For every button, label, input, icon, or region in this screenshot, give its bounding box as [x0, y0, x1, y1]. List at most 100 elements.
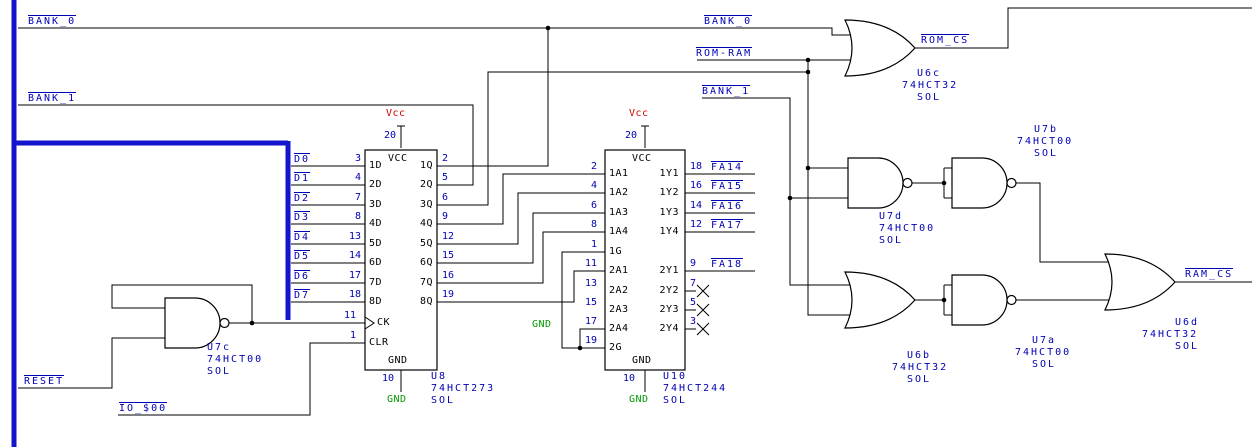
- u8-pin-2: 2: [442, 153, 449, 164]
- u10-2a3: 2A3: [609, 304, 629, 315]
- net-label-bank0-left[interactable]: BANK_0: [28, 15, 77, 27]
- net-label-io00[interactable]: IO_$00: [119, 402, 168, 414]
- u10-2y2: 2Y2: [659, 285, 679, 296]
- u6c-pkg: SOL: [917, 92, 942, 103]
- u10-1a4: 1A4: [609, 226, 629, 237]
- u8-pin-7: 7: [354, 192, 361, 203]
- u8-5d: 5D: [369, 238, 383, 249]
- u8-4q: 4Q: [419, 218, 433, 229]
- u10-pin-19: 19: [584, 335, 597, 346]
- u7a-part: 74HCT00: [1015, 347, 1072, 358]
- net-label-ram-cs[interactable]: RAM_CS: [1185, 268, 1234, 280]
- u7b-pkg: SOL: [1034, 148, 1059, 159]
- net-label-fa16[interactable]: FA16: [711, 200, 744, 212]
- net-bank0: [18, 27, 853, 167]
- u7d-nand-gate[interactable]: [847, 157, 913, 209]
- u10-pin-3: 3: [690, 316, 697, 327]
- net-io00: [118, 342, 365, 416]
- net-label-bank0-right[interactable]: BANK_0: [704, 15, 753, 27]
- u10-1a2: 1A2: [609, 187, 629, 198]
- u10-pin-18: 18: [690, 161, 703, 172]
- u10-pin-12: 12: [690, 219, 703, 230]
- net-label-d6[interactable]: D6: [294, 270, 311, 282]
- net-label-bank1-right[interactable]: BANK_1: [702, 85, 751, 97]
- u10-pin-1: 1: [590, 239, 597, 250]
- net-label-d3[interactable]: D3: [294, 211, 311, 223]
- u8-pin-20-vcc: 20: [384, 130, 397, 141]
- u10-pin-6: 6: [590, 200, 597, 211]
- u6c-part: 74HCT32: [902, 80, 959, 91]
- u8-1d: 1D: [369, 160, 383, 171]
- net-label-d7[interactable]: D7: [294, 289, 311, 301]
- net-label-rom-ram[interactable]: ROM-RAM: [696, 47, 753, 59]
- u10-2y3: 2Y3: [659, 304, 679, 315]
- wires: [18, 7, 1252, 416]
- net-label-bank1-left[interactable]: BANK_1: [28, 92, 77, 104]
- net-q4: [437, 173, 605, 225]
- no-connect-stubs: [685, 290, 696, 330]
- u8-vcc-name: VCC: [388, 153, 408, 164]
- u8-gnd-symbol-label: GND: [387, 394, 407, 405]
- u7a-nand-gate[interactable]: [951, 274, 1017, 326]
- u8-pin-3: 3: [354, 153, 361, 164]
- u8-pin-10-gnd: 10: [382, 373, 395, 384]
- u10-gnd-tie-label: GND: [532, 319, 552, 330]
- u6c-or-gate[interactable]: [844, 19, 916, 77]
- u8-7d: 7D: [369, 277, 383, 288]
- u8-pin-6: 6: [442, 192, 449, 203]
- u10-2a4: 2A4: [609, 323, 629, 334]
- u8-power-stub: [397, 125, 405, 148]
- u7a-ref: U7a: [1032, 335, 1057, 346]
- net-label-d4[interactable]: D4: [294, 231, 311, 243]
- u8-ref: U8: [431, 371, 448, 382]
- u7d-part: 74HCT00: [879, 223, 936, 234]
- net-label-d2[interactable]: D2: [294, 192, 311, 204]
- u10-pin-13: 13: [584, 278, 597, 289]
- u10-pin-5: 5: [690, 297, 697, 308]
- net-label-fa14[interactable]: FA14: [711, 161, 744, 173]
- net-u7d-out: [912, 167, 954, 199]
- net-q6: [437, 212, 605, 264]
- u10-2y1: 2Y1: [659, 265, 679, 276]
- net-label-d5[interactable]: D5: [294, 250, 311, 262]
- u10-pin-7: 7: [690, 278, 697, 289]
- u6c-ref: U6c: [917, 68, 942, 79]
- u6b-part: 74HCT32: [892, 362, 949, 373]
- net-rom-ram: [437, 59, 854, 316]
- u10-ic-body[interactable]: [604, 149, 686, 371]
- u7c-pkg: SOL: [207, 366, 232, 377]
- net-label-fa17[interactable]: FA17: [711, 219, 744, 231]
- net-label-d0[interactable]: D0: [294, 153, 311, 165]
- net-gnd-tie: [561, 251, 605, 349]
- net-label-d1[interactable]: D1: [294, 172, 311, 184]
- u7c-ref: U7c: [207, 342, 232, 353]
- u10-1g: 1G: [609, 246, 623, 257]
- net-q7: [437, 231, 605, 284]
- u8-pin-11-ck: 11: [343, 310, 356, 321]
- u6d-or-gate[interactable]: [1104, 253, 1176, 311]
- net-bank1: [18, 97, 854, 286]
- u7b-nand-gate[interactable]: [951, 157, 1017, 209]
- u10-power-stub: [641, 125, 649, 148]
- u10-2g: 2G: [609, 342, 623, 353]
- net-label-fa18[interactable]: FA18: [711, 258, 744, 270]
- u8-6q: 6Q: [419, 257, 433, 268]
- net-reset: [18, 337, 168, 389]
- u6b-ref: U6b: [907, 350, 932, 361]
- net-label-fa15[interactable]: FA15: [711, 180, 744, 192]
- u8-pin-19: 19: [442, 289, 455, 300]
- net-fa-outputs: [685, 173, 755, 272]
- u8-8d: 8D: [369, 296, 383, 307]
- u8-5q: 5Q: [419, 238, 433, 249]
- u10-pkg: SOL: [663, 395, 688, 406]
- u7d-pkg: SOL: [879, 235, 904, 246]
- u6b-or-gate[interactable]: [844, 271, 916, 329]
- u7c-nand-gate[interactable]: [164, 297, 230, 349]
- net-label-rom-cs[interactable]: ROM_CS: [921, 34, 970, 46]
- u10-2a1: 2A1: [609, 265, 629, 276]
- u8-4d: 4D: [369, 218, 383, 229]
- net-label-reset[interactable]: RESET: [24, 375, 65, 387]
- net-clock: [111, 284, 365, 324]
- u8-ic-body[interactable]: [364, 149, 438, 371]
- data-bus[interactable]: [11, 0, 291, 447]
